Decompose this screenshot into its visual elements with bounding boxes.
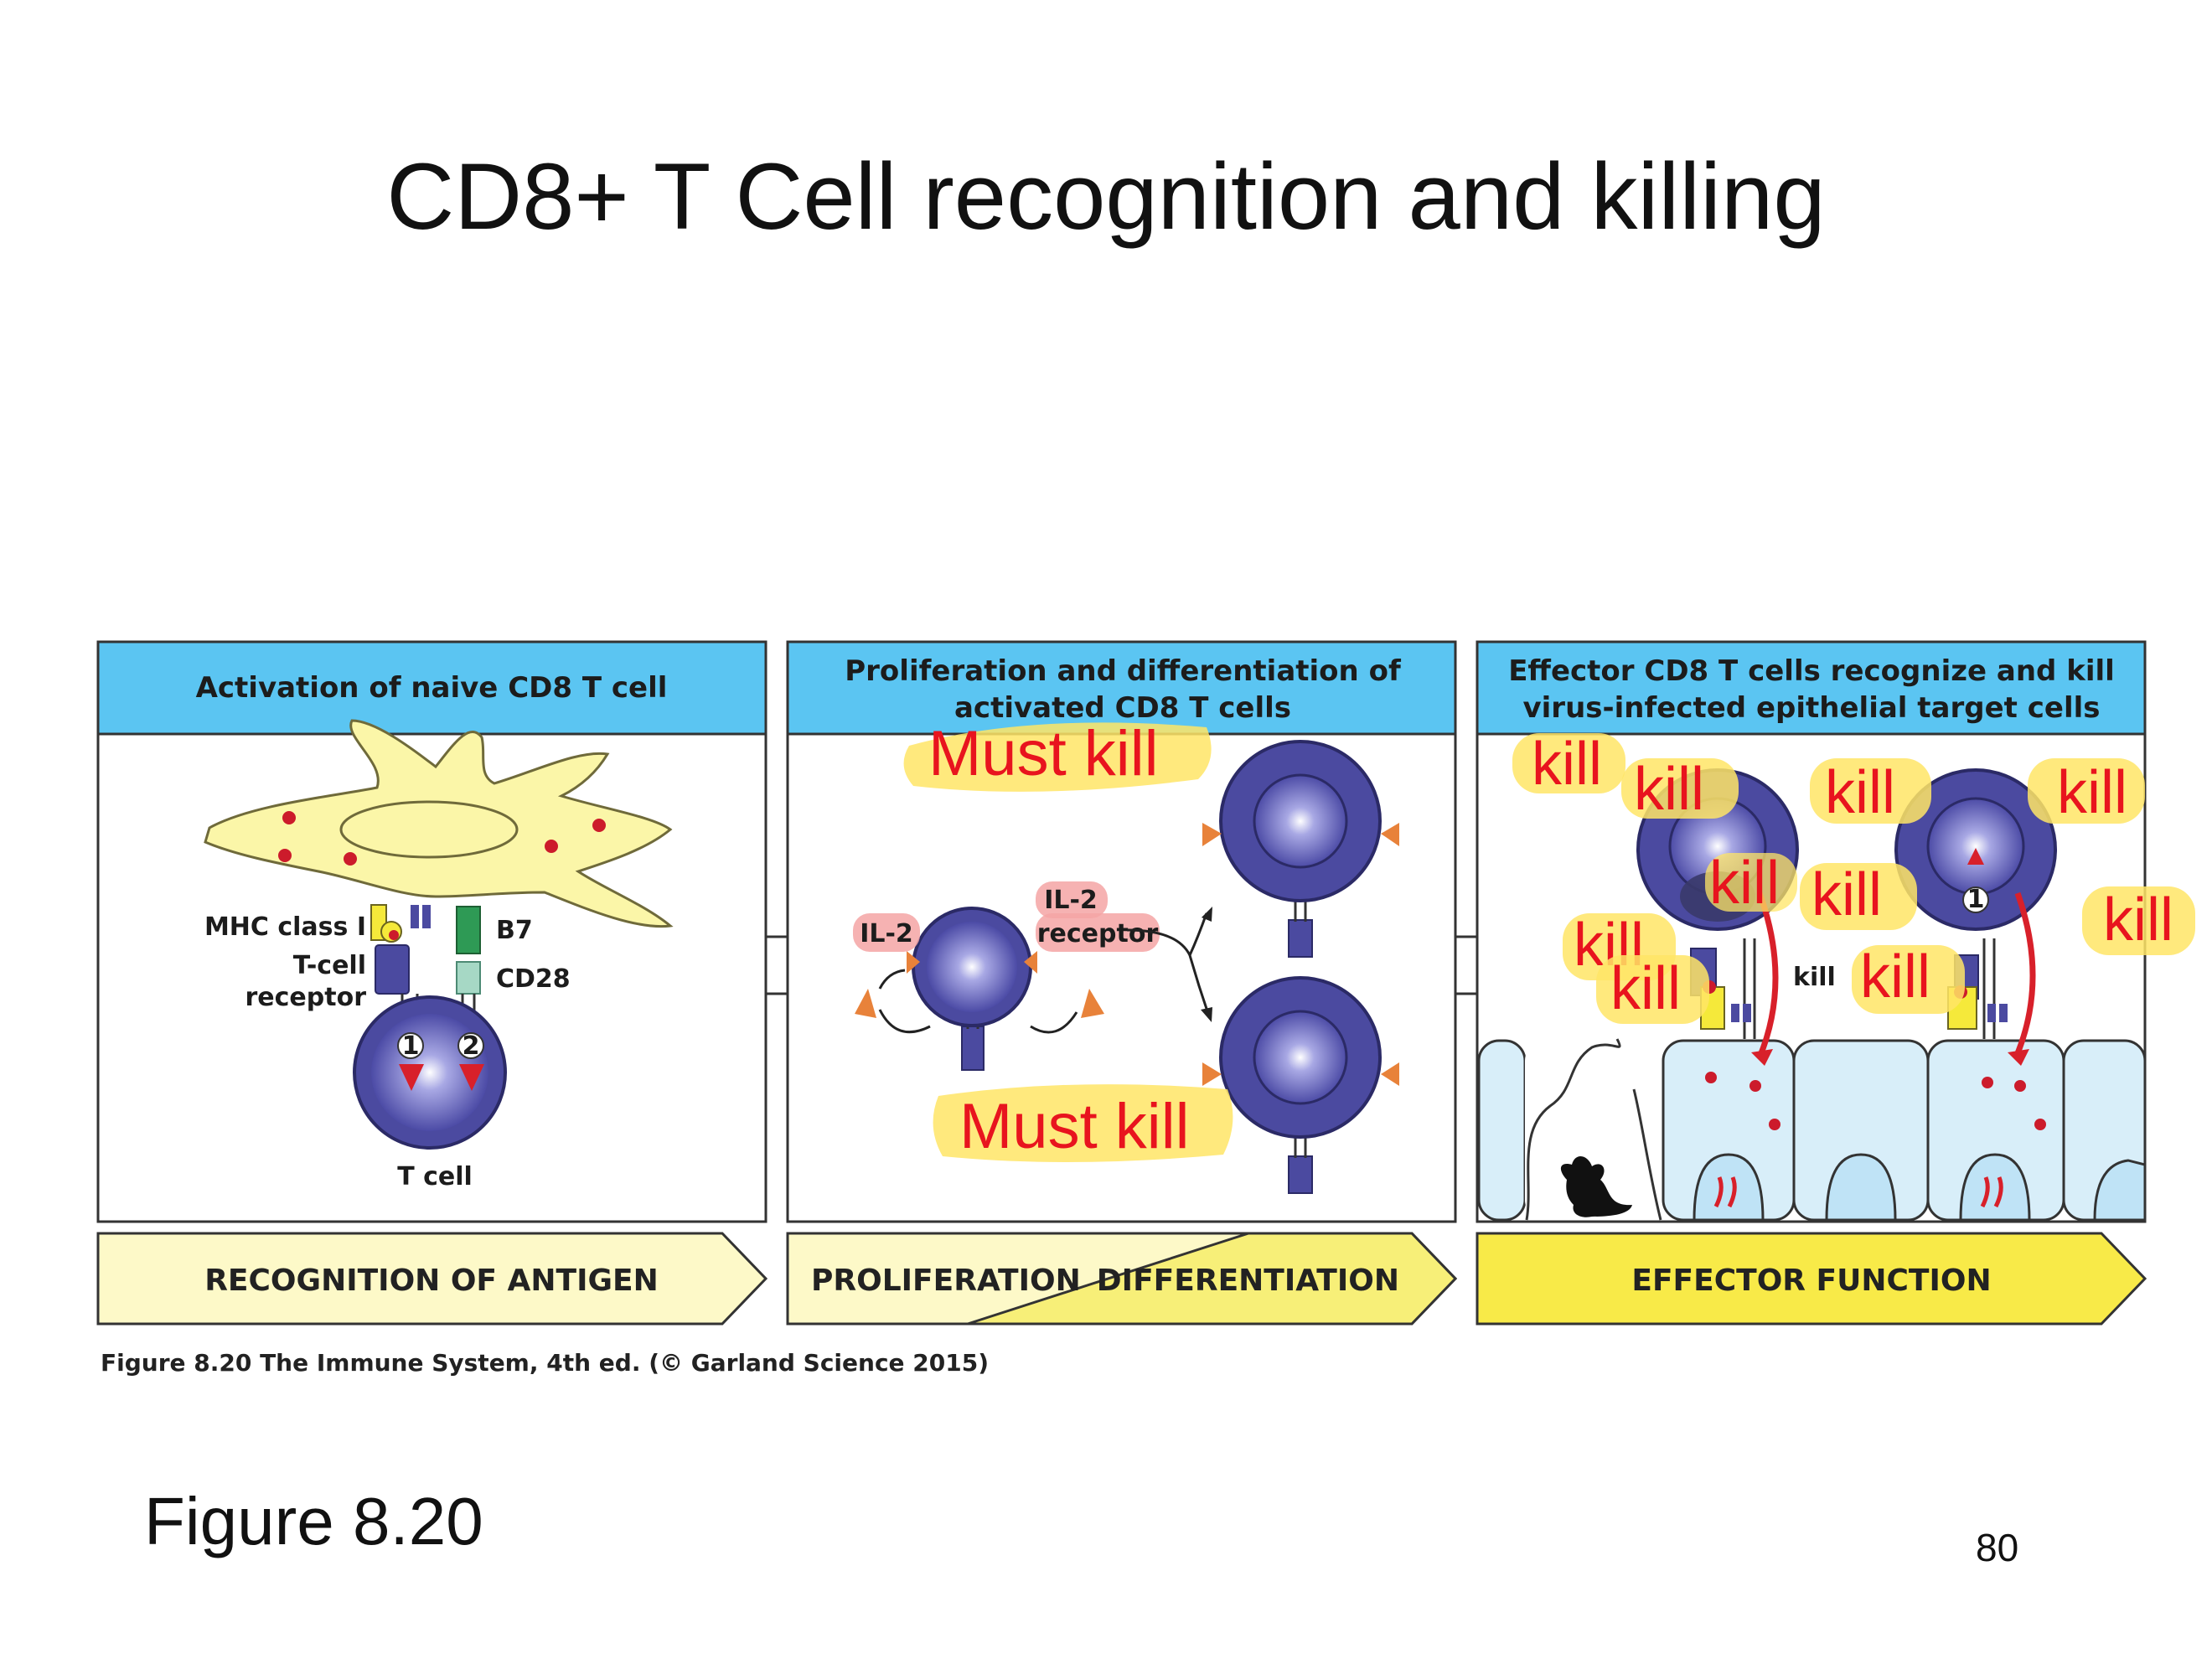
b7-label: B7 <box>496 916 533 945</box>
viral-dna <box>1980 1176 2003 1208</box>
annotation-kill: kill <box>1532 731 1602 798</box>
figure-label: Figure 8.20 <box>144 1484 483 1558</box>
panel-2-header-line2: activated CD8 T cells <box>954 691 1291 725</box>
mhc-label: MHC class I <box>204 912 366 942</box>
il2r-label-highlight <box>1036 881 1108 918</box>
annotation-kill: kill <box>2057 759 2127 826</box>
annotation-kill: kill <box>1811 861 1882 928</box>
tcr-label-line2: receptor <box>245 983 367 1012</box>
panel-effector: Effector CD8 T cells recognize and kill … <box>1476 640 2147 1223</box>
annotation-kill: kill <box>1634 756 1704 823</box>
lytic-granule-arrow <box>1756 892 1779 1059</box>
signal-arrow <box>399 1064 424 1091</box>
step-1-marker: 1 <box>1967 885 1985 914</box>
lytic-granule-arrow <box>2013 892 2036 1059</box>
il2-label: IL-2 <box>860 919 913 948</box>
antigen-dot <box>545 840 558 853</box>
stage-banners: RECOGNITION OF ANTIGEN PROLIFERATION DIF… <box>96 1232 2147 1326</box>
annotation-kill: kill <box>1825 759 1895 826</box>
signal-arrow <box>459 1064 484 1091</box>
page-number: 80 <box>1976 1526 2019 1569</box>
banner-effector <box>1476 1232 2147 1326</box>
annotation-kill: kill <box>1709 850 1780 917</box>
annotation-must-kill: Must kill <box>928 718 1158 789</box>
banner-proliferation-text: PROLIFERATION <box>811 1264 1081 1298</box>
dying-cell <box>1560 1156 1632 1217</box>
panel-2-header-line1: Proliferation and differentiation of <box>845 654 1402 688</box>
tcr-label-line1: T-cell <box>293 951 366 980</box>
step-1-marker: 1 <box>402 1031 420 1061</box>
panel-1-header-text: Activation of naive CD8 T cell <box>196 671 668 705</box>
il2-molecule <box>1081 989 1104 1018</box>
b7-molecule <box>456 906 481 954</box>
annotation-kill: kill <box>2103 886 2173 954</box>
annotation-kill: kill <box>1610 955 1681 1022</box>
epithelial-cell <box>1477 1039 1527 1222</box>
viral-dna <box>1713 1176 1737 1208</box>
il2-molecule <box>855 989 876 1018</box>
panel-3-header-line2: virus-infected epithelial target cells <box>1522 691 2100 725</box>
cd28-label: CD28 <box>496 964 571 994</box>
annotation-kill: kill <box>1860 943 1930 1010</box>
il2r-label-line2: receptor <box>1037 919 1159 948</box>
banner-differentiation-text: DIFFERENTIATION <box>1097 1264 1399 1298</box>
step-2-marker: 2 <box>463 1031 480 1061</box>
panel-3-header-line1: Effector CD8 T cells recognize and kill <box>1508 654 2115 688</box>
t-cell-label: T cell <box>397 1162 473 1191</box>
annotations: Must kill Must kill kill kill kill kill … <box>903 718 2195 1163</box>
il2r-label-line1: IL-2 <box>1044 886 1098 915</box>
panel-activation: Activation of naive CD8 T cell 1 2 MHC c… <box>96 640 767 1223</box>
panel-3-header <box>1476 640 2147 736</box>
cd28-molecule <box>456 961 481 995</box>
antigen-dot <box>282 811 296 824</box>
highlight-stroke <box>933 1084 1233 1163</box>
banner-effector-text: EFFECTOR FUNCTION <box>1631 1264 1991 1298</box>
t-cell-receptor <box>375 944 410 995</box>
il2-label-highlight <box>853 913 920 952</box>
antigen-dot <box>344 852 357 866</box>
banner-recognition <box>96 1232 768 1326</box>
kill-label: kill <box>1793 963 1836 992</box>
figure-caption: Figure 8.20 The Immune System, 4th ed. (… <box>101 1349 989 1377</box>
banner-recognition-text: RECOGNITION OF ANTIGEN <box>204 1264 659 1298</box>
annotation-must-kill: Must kill <box>959 1091 1189 1162</box>
antigen-dot <box>278 849 292 862</box>
panel-1-header <box>96 640 767 736</box>
dendritic-nucleus <box>339 800 519 859</box>
highlight-stroke <box>903 722 1212 792</box>
antigen-dot <box>592 819 606 832</box>
slide-title: CD8+ T Cell recognition and killing <box>386 144 1826 249</box>
